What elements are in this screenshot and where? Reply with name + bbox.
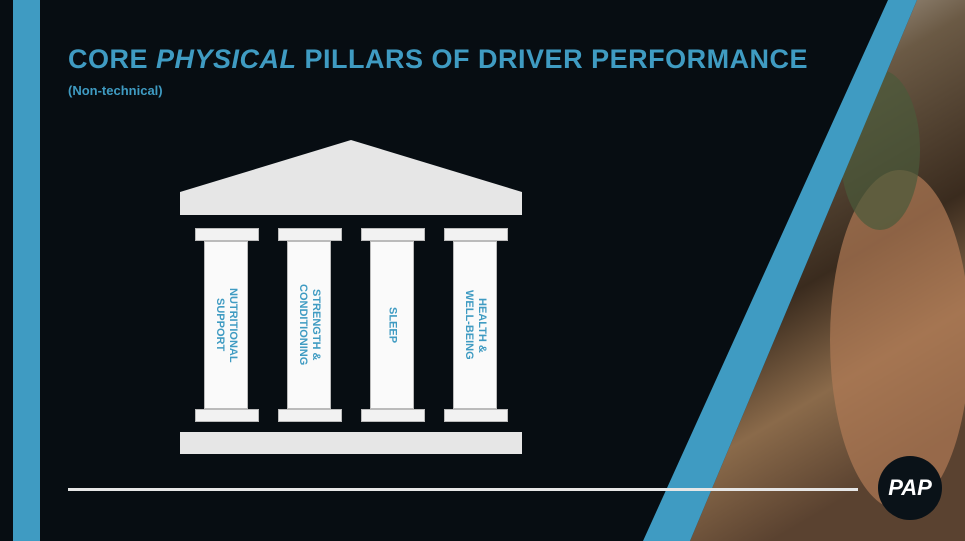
left-accent-bar — [13, 0, 40, 541]
subtitle: (Non-technical) — [68, 83, 163, 98]
diagonal-stripe — [643, 0, 917, 541]
pap-logo: PAP — [878, 456, 942, 520]
pillar-strength-conditioning: STRENGTH & CONDITIONING — [278, 228, 342, 422]
temple-roof — [180, 140, 522, 192]
page-title: CORE PHYSICAL PILLARS OF DRIVER PERFORMA… — [68, 44, 809, 74]
pillar-nutritional-support: NUTRITIONAL SUPPORT — [195, 228, 259, 422]
temple-beam — [180, 192, 522, 215]
pillar-health-wellbeing: HEALTH & WELL-BEING — [444, 228, 508, 422]
pillar-sleep: SLEEP — [361, 228, 425, 422]
athlete-photo-figure — [830, 170, 965, 510]
temple-base — [180, 432, 522, 454]
divider-line — [68, 488, 858, 491]
